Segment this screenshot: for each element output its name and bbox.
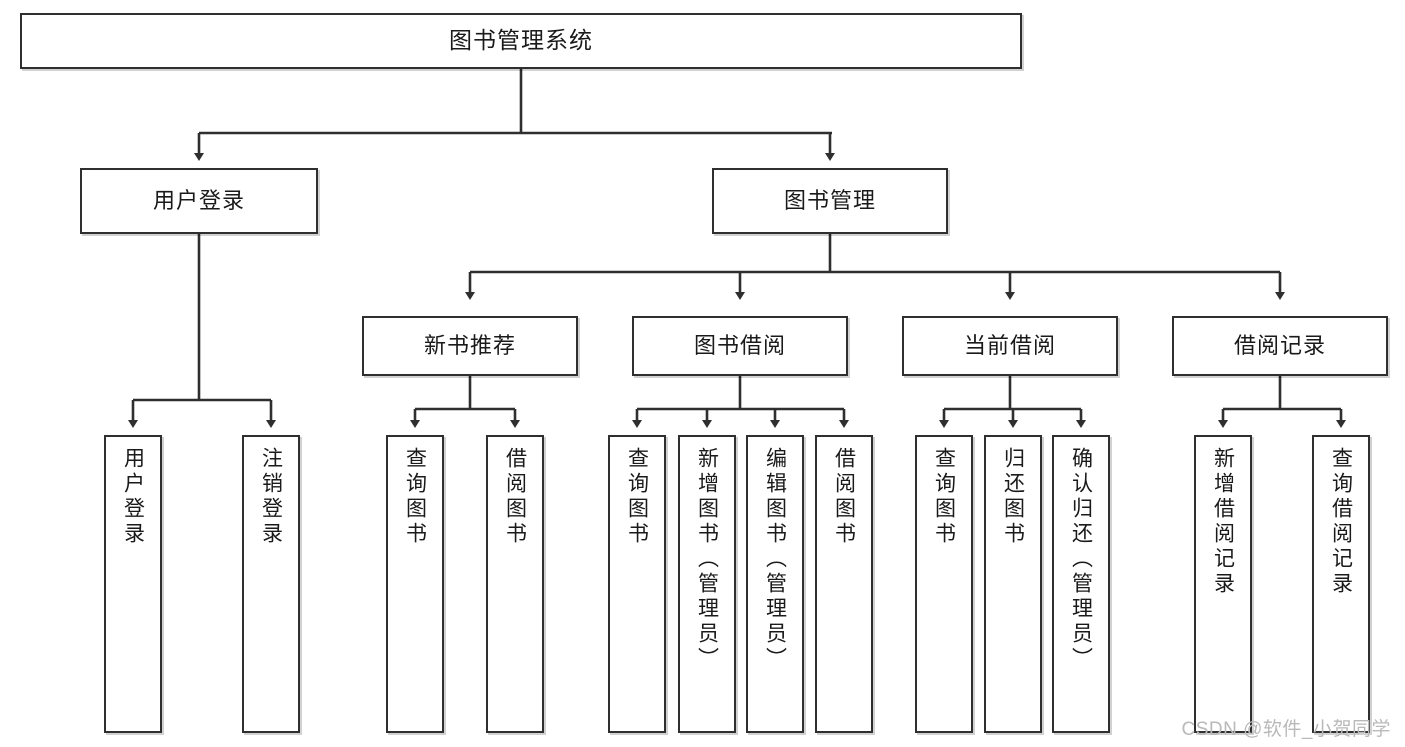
node-borrow-record-label: 借阅记录 bbox=[1233, 332, 1326, 358]
leaf-query-book-borrow[interactable]: 查询图书 bbox=[608, 435, 666, 733]
leaf-add-book-admin[interactable]: 新增图书（管理员） bbox=[678, 435, 736, 733]
node-borrow-record[interactable]: 借阅记录 bbox=[1172, 316, 1388, 376]
leaf-query-borrow-record[interactable]: 查询借阅记录 bbox=[1312, 435, 1370, 733]
leaf-add-borrow-record-label: 新增借阅记录 bbox=[1211, 447, 1235, 597]
leaf-user-login-label: 用户登录 bbox=[121, 447, 145, 547]
node-book-borrow[interactable]: 图书借阅 bbox=[632, 316, 848, 376]
leaf-logout[interactable]: 注销登录 bbox=[242, 435, 300, 733]
node-root-label: 图书管理系统 bbox=[449, 27, 593, 54]
leaf-borrow-book[interactable]: 借阅图书 bbox=[815, 435, 873, 733]
leaf-return-book-label: 归还图书 bbox=[1001, 447, 1025, 547]
node-user-login[interactable]: 用户登录 bbox=[80, 168, 318, 234]
leaf-add-borrow-record[interactable]: 新增借阅记录 bbox=[1194, 435, 1252, 733]
leaf-query-book-borrow-label: 查询图书 bbox=[625, 447, 649, 547]
leaf-query-book-current-label: 查询图书 bbox=[932, 447, 956, 547]
leaf-logout-label: 注销登录 bbox=[259, 447, 283, 547]
node-new-book-recommend[interactable]: 新书推荐 bbox=[362, 316, 578, 376]
leaf-query-book-current[interactable]: 查询图书 bbox=[915, 435, 973, 733]
leaf-query-borrow-record-label: 查询借阅记录 bbox=[1329, 447, 1353, 597]
node-book-management[interactable]: 图书管理 bbox=[712, 168, 948, 234]
node-current-borrow[interactable]: 当前借阅 bbox=[902, 316, 1118, 376]
leaf-edit-book-admin-label: 编辑图书（管理员） bbox=[763, 447, 787, 672]
node-new-book-recommend-label: 新书推荐 bbox=[423, 332, 516, 358]
csdn-watermark: CSDN @软件_小贺同学 bbox=[1181, 719, 1391, 740]
leaf-add-book-admin-label: 新增图书（管理员） bbox=[695, 447, 719, 672]
leaf-query-book-recommend[interactable]: 查询图书 bbox=[386, 435, 444, 733]
node-book-borrow-label: 图书借阅 bbox=[693, 332, 786, 358]
leaf-return-book[interactable]: 归还图书 bbox=[984, 435, 1042, 733]
node-root[interactable]: 图书管理系统 bbox=[20, 13, 1022, 69]
node-user-login-label: 用户登录 bbox=[152, 187, 245, 213]
leaf-borrow-book-recommend[interactable]: 借阅图书 bbox=[486, 435, 544, 733]
leaf-borrow-book-label: 借阅图书 bbox=[832, 447, 856, 547]
leaf-query-book-recommend-label: 查询图书 bbox=[403, 447, 427, 547]
leaf-edit-book-admin[interactable]: 编辑图书（管理员） bbox=[746, 435, 804, 733]
leaf-borrow-book-recommend-label: 借阅图书 bbox=[503, 447, 527, 547]
node-book-management-label: 图书管理 bbox=[783, 187, 876, 213]
leaf-confirm-return-admin-label: 确认归还（管理员） bbox=[1069, 447, 1093, 672]
leaf-user-login[interactable]: 用户登录 bbox=[104, 435, 162, 733]
node-current-borrow-label: 当前借阅 bbox=[963, 332, 1056, 358]
leaf-confirm-return-admin[interactable]: 确认归还（管理员） bbox=[1052, 435, 1110, 733]
